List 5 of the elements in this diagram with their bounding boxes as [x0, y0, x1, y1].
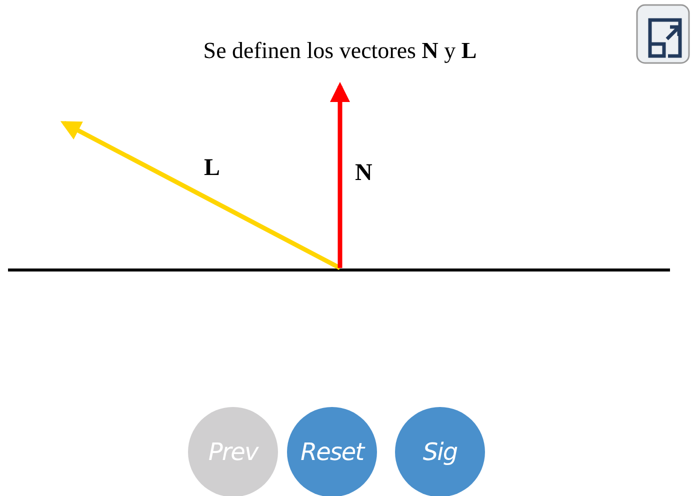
vector-label: L — [204, 155, 220, 182]
next-button: Sig — [395, 407, 485, 496]
vector-label: N — [355, 160, 372, 187]
reset-button: Reset — [287, 407, 377, 496]
title: Se definen los vectores N y L — [202, 38, 478, 64]
